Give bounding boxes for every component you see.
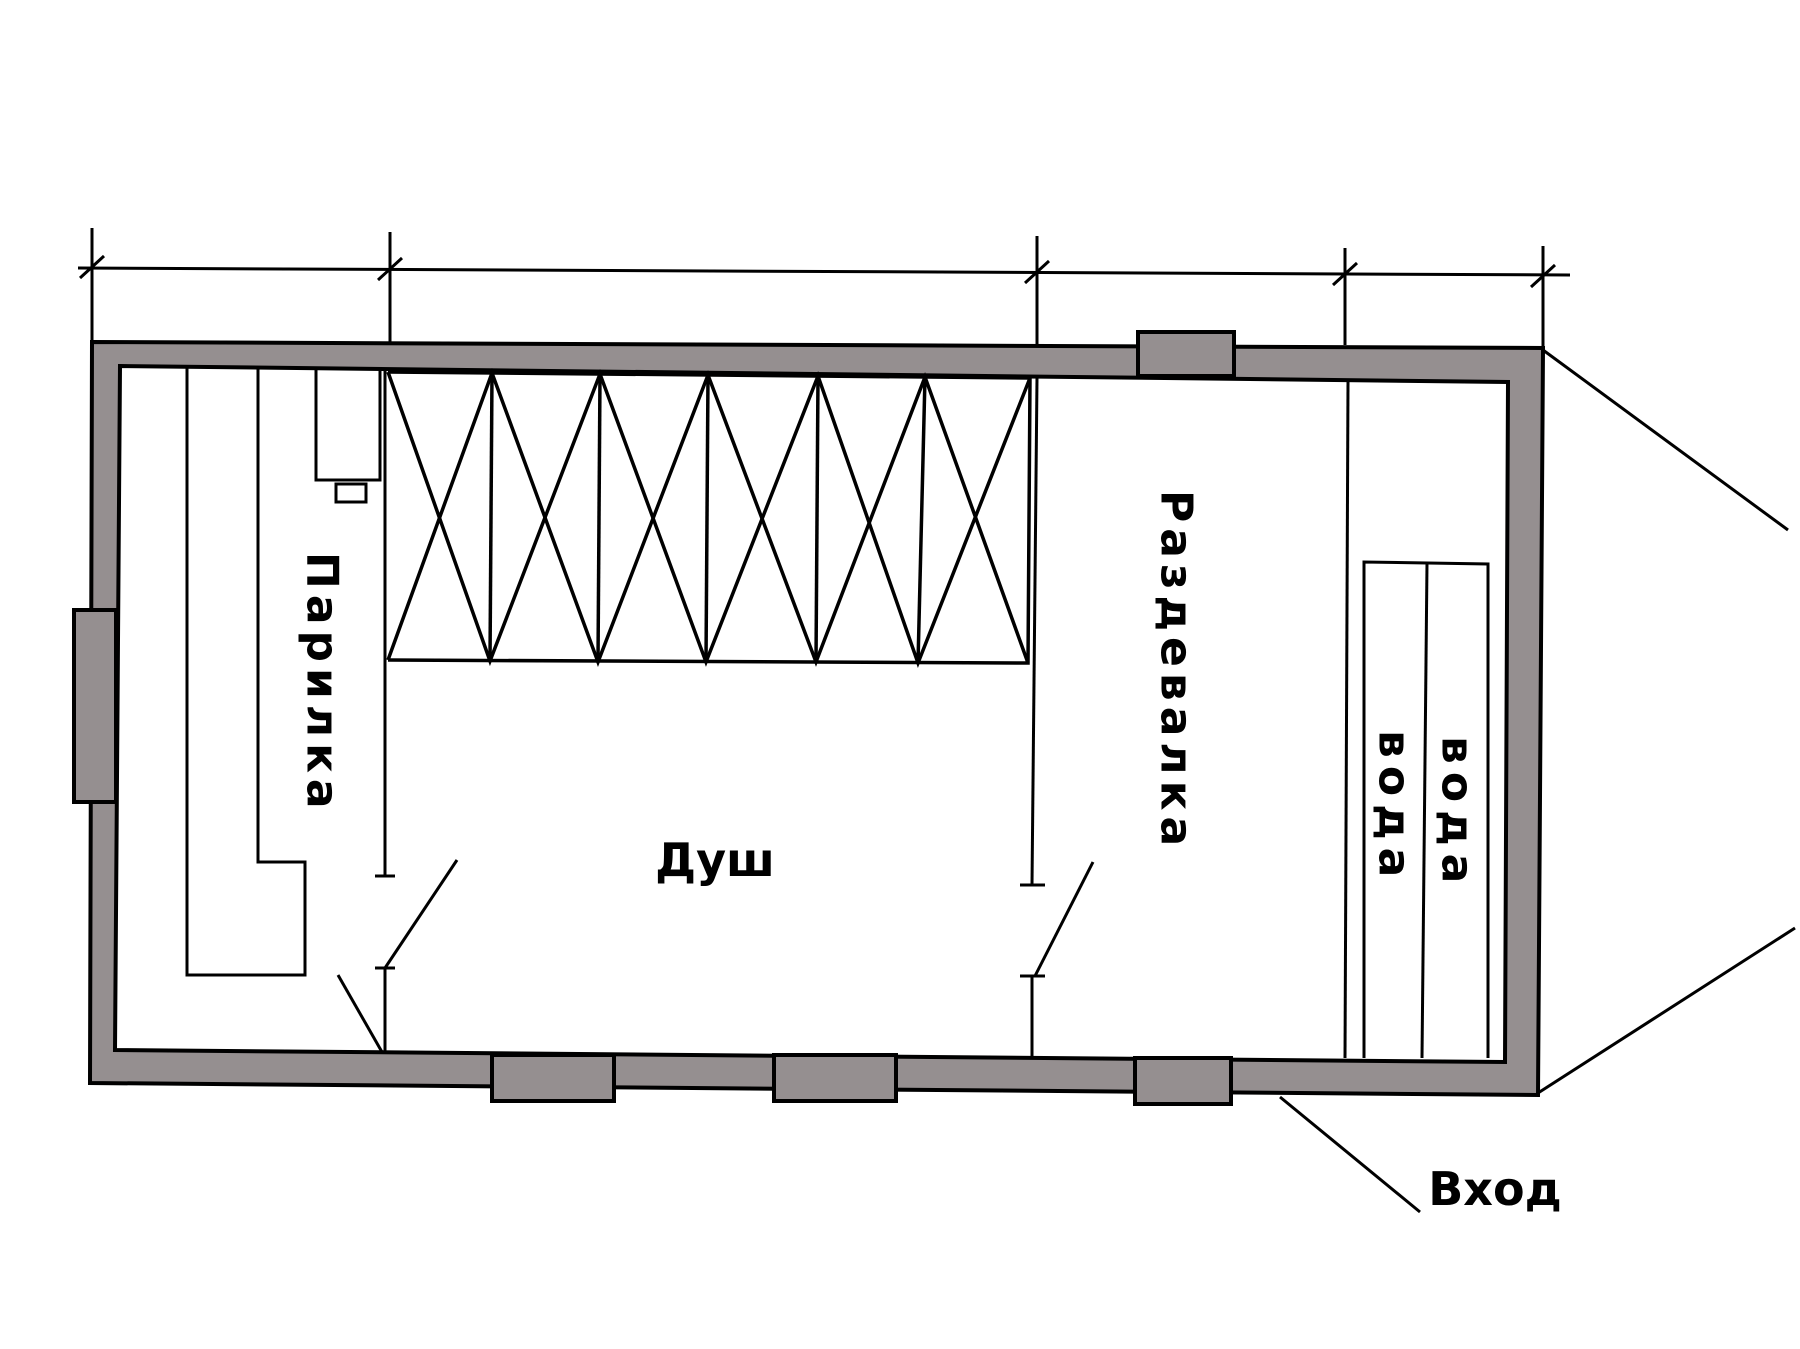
interior-lines: [185, 348, 1796, 1214]
windows: [72, 330, 1236, 1106]
dimension-line: [77, 228, 1571, 350]
shower-label: Душ: [655, 833, 775, 887]
water-label-1: вода: [1369, 730, 1420, 885]
water-label-2: вода: [1432, 736, 1483, 891]
shelving: [386, 367, 1032, 669]
dressing-room-label: Раздевалка: [1151, 490, 1202, 852]
steam-room-label: Парилка: [297, 552, 348, 815]
outer-walls: [87, 339, 1546, 1098]
entrance-label: Вход: [1428, 1162, 1562, 1216]
